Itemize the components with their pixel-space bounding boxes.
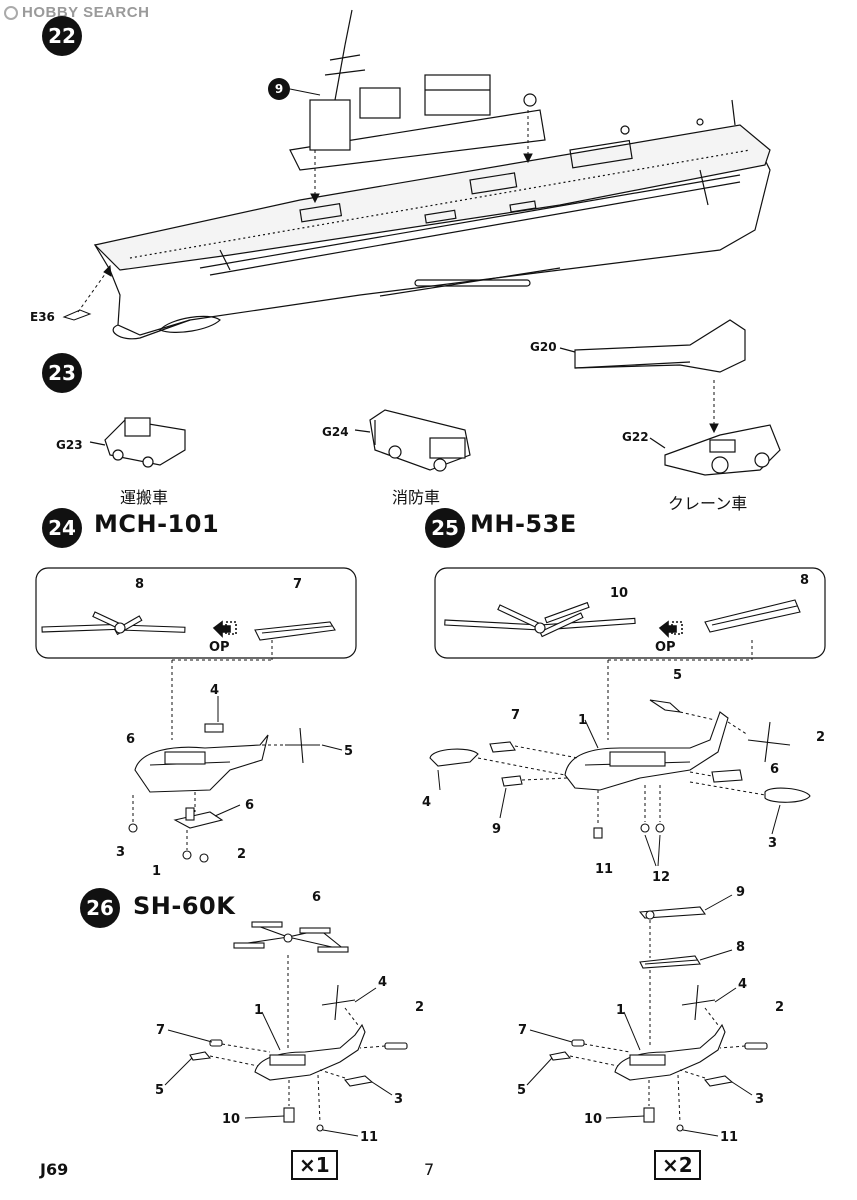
callout-26l-3: 3 [394, 1092, 404, 1107]
part-9-badge: 9 [268, 78, 290, 100]
part-g23-label: G23 [56, 438, 83, 452]
callout-26r-11: 11 [720, 1130, 739, 1145]
callout-25-7: 7 [511, 708, 521, 723]
callout-26r-8: 8 [736, 940, 746, 955]
callout-26l-5: 5 [155, 1083, 165, 1098]
callout-24-1: 1 [152, 864, 162, 879]
step-26-number: 26 [80, 888, 120, 928]
callout-24-6a: 6 [126, 732, 136, 747]
caption-carrier: 運搬車 [120, 488, 169, 507]
callout-26r-5: 5 [517, 1083, 527, 1098]
callout-25-10: 10 [610, 586, 629, 601]
step-26-title: SH-60K [133, 892, 236, 920]
callout-26l-1: 1 [254, 1003, 264, 1018]
callout-25-9: 9 [492, 822, 502, 837]
watermark-logo-icon [4, 5, 18, 20]
callout-26l-11: 11 [360, 1130, 379, 1145]
callout-26l-2: 2 [415, 1000, 425, 1015]
callout-25-8: 8 [800, 573, 810, 588]
callout-24-3: 3 [116, 845, 126, 860]
part-g24-label: G24 [322, 425, 349, 439]
callout-25-12: 12 [652, 870, 671, 885]
step-23-number: 23 [42, 353, 82, 393]
caption-fire-truck: 消防車 [392, 488, 441, 507]
part-e36-label: E36 [30, 310, 55, 324]
callout-24-2: 2 [237, 847, 247, 862]
callout-25-2: 2 [816, 730, 826, 745]
callout-25-11: 11 [595, 862, 614, 877]
callout-26r-4: 4 [738, 977, 748, 992]
callout-26r-9: 9 [736, 885, 746, 900]
callout-25-4: 4 [422, 795, 432, 810]
callout-26r-1: 1 [616, 1003, 626, 1018]
callout-24-8: 8 [135, 577, 145, 592]
callout-26r-7: 7 [518, 1023, 528, 1038]
multiplier-x2: ×2 [654, 1150, 701, 1180]
step-22-number: 22 [42, 16, 82, 56]
caption-crane-truck: クレーン車 [668, 494, 748, 513]
callout-25-3: 3 [768, 836, 778, 851]
part-g20-label: G20 [530, 340, 557, 354]
step-24-title: MCH-101 [94, 510, 220, 538]
callout-26l-10: 10 [222, 1112, 241, 1127]
callout-26r-3: 3 [755, 1092, 765, 1107]
callout-24-6b: 6 [245, 798, 255, 813]
part-g22-label: G22 [622, 430, 649, 444]
step-25-number: 25 [425, 508, 465, 548]
callout-26r-2: 2 [775, 1000, 785, 1015]
callout-25-5: 5 [673, 668, 683, 683]
callout-25-1: 1 [578, 713, 588, 728]
step-24-number: 24 [42, 508, 82, 548]
callout-26l-6: 6 [312, 890, 322, 905]
callout-24-4: 4 [210, 683, 220, 698]
footer-code: J69 [40, 1160, 69, 1179]
step-25-title: MH-53E [470, 510, 577, 538]
callout-26l-4: 4 [378, 975, 388, 990]
callout-24-5: 5 [344, 744, 354, 759]
op-label-24: OP [209, 640, 230, 655]
callout-26l-7: 7 [156, 1023, 166, 1038]
multiplier-x1: ×1 [291, 1150, 338, 1180]
page-number: 7 [424, 1160, 435, 1179]
op-label-25: OP [655, 640, 676, 655]
callout-25-6: 6 [770, 762, 780, 777]
callout-24-7: 7 [293, 577, 303, 592]
callout-26r-10: 10 [584, 1112, 603, 1127]
